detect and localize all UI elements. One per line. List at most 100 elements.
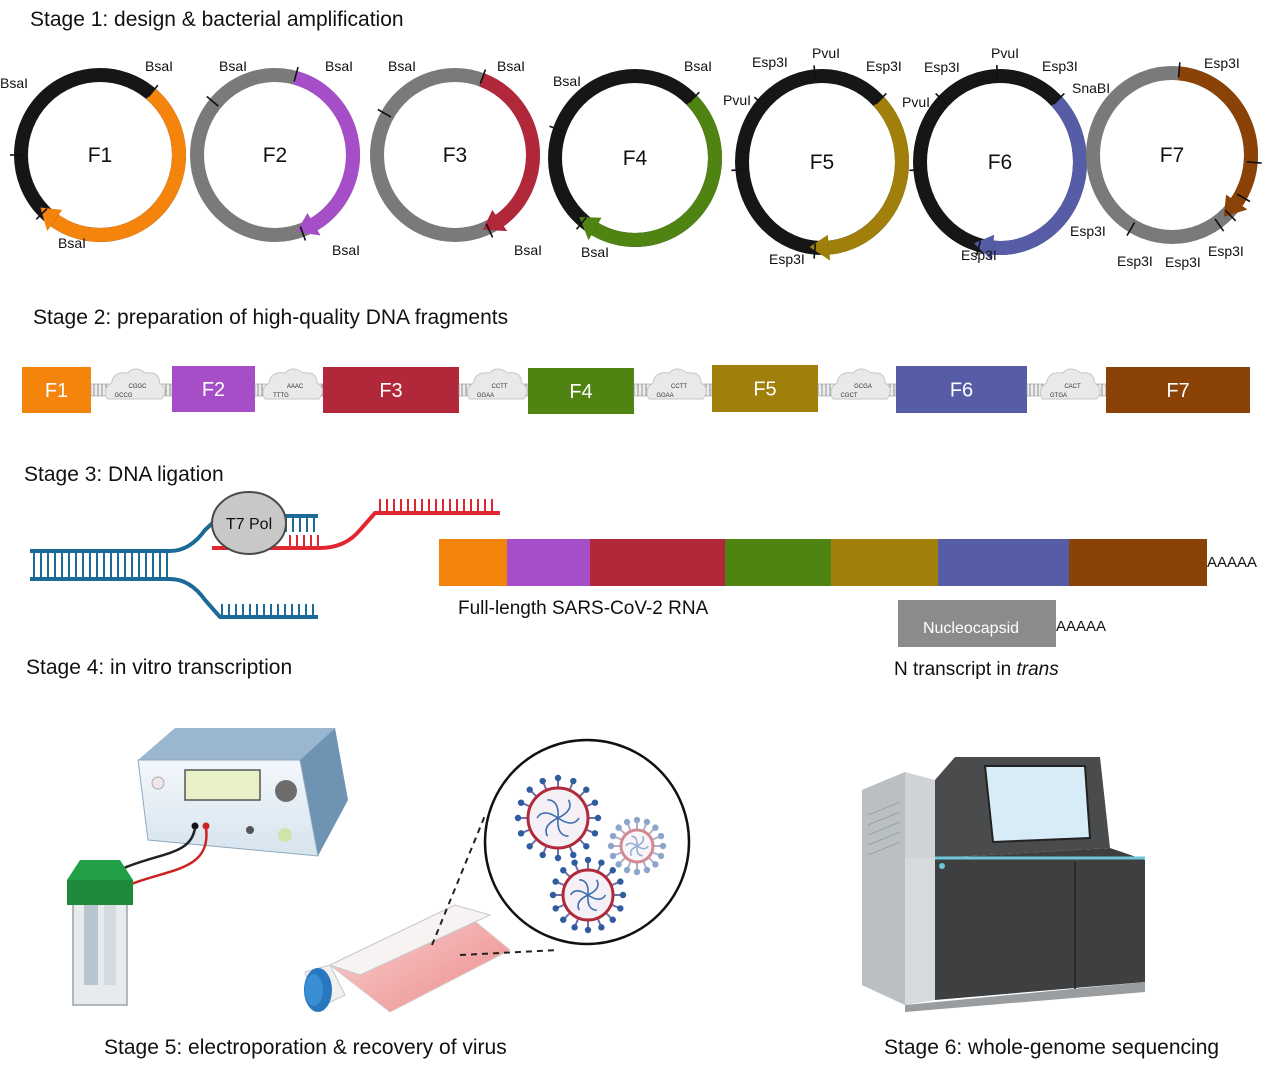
- virus-rna: [557, 799, 571, 819]
- stage-5-title: Stage 5: electroporation & recovery of v…: [104, 1036, 507, 1059]
- virus-rna: [569, 889, 589, 896]
- fragment-block: [1106, 367, 1250, 413]
- n-polya: AAAAA: [1056, 618, 1106, 635]
- spike-tip: [652, 824, 659, 831]
- site-tick: [299, 226, 307, 241]
- restriction-site-label: Esp3I: [1117, 253, 1153, 269]
- insert-arc: [50, 88, 186, 242]
- fragment-block: [22, 367, 91, 413]
- stage-3-title: Stage 3: DNA ligation: [24, 463, 224, 486]
- overhang-bottom-seq: GCCG: [115, 393, 133, 399]
- spike-tip: [657, 832, 665, 840]
- t7-polymerase-shape: [211, 491, 287, 555]
- fragment-label: F4: [569, 381, 592, 403]
- site-tick: [1177, 62, 1181, 78]
- restriction-site-label: PvuI: [991, 45, 1019, 61]
- genome-segment-f4: [725, 539, 831, 586]
- spike-tip: [570, 777, 577, 785]
- spike-tip: [560, 916, 567, 923]
- spike-tip: [583, 786, 590, 793]
- spike-tip: [615, 861, 622, 868]
- full-length-rna-label: Full-length SARS-CoV-2 RNA: [458, 598, 709, 619]
- virus-rna: [629, 845, 638, 857]
- spike-tip: [554, 774, 562, 782]
- fragment-f4: F4: [528, 368, 634, 414]
- spike-tip: [594, 814, 602, 822]
- spike-tip: [617, 878, 624, 885]
- site-tick: [813, 65, 817, 81]
- insert-arrowhead: [40, 207, 63, 232]
- restriction-site-label: Esp3I: [961, 247, 997, 263]
- site-tick: [875, 92, 887, 105]
- fragment-f1: F1: [22, 367, 91, 413]
- spike-tip: [583, 843, 590, 850]
- spike-tip: [657, 852, 665, 860]
- site-tick: [206, 95, 219, 107]
- t7-transcription-illustration: T7 Pol: [30, 491, 500, 619]
- overhang-bottom-seq: GGAA: [477, 393, 494, 399]
- virus-rna: [587, 879, 599, 896]
- overhang-cloud: [104, 368, 166, 400]
- site-tick: [549, 125, 564, 133]
- n-transcript-label: N transcript in trans: [894, 659, 1059, 680]
- spike-tip: [609, 852, 617, 860]
- restriction-site-label: BsaI: [219, 58, 247, 74]
- fragment-label: F6: [950, 380, 973, 402]
- restriction-site-label: Esp3I: [1042, 58, 1078, 74]
- virus-large: [514, 774, 602, 862]
- insert-arrowhead: [1223, 194, 1248, 217]
- full-length-genome-bar: [439, 539, 1207, 586]
- virus-rna: [577, 894, 589, 911]
- overhang-top-seq: CACT: [1064, 384, 1081, 390]
- overhang-cloud: [466, 368, 528, 400]
- site-tick: [909, 168, 925, 172]
- sequencer-illustration: [862, 757, 1145, 1012]
- overhang-bottom-seq: CGCT: [841, 393, 858, 399]
- restriction-site-label: Esp3I: [752, 54, 788, 70]
- insert-arrowhead: [809, 234, 831, 261]
- spike-tip: [571, 924, 578, 931]
- overhang-cloud: [1039, 368, 1101, 400]
- virus-rna: [636, 845, 643, 857]
- stage-1-title: Stage 1: design & bacterial amplificatio…: [30, 8, 404, 31]
- virus-rna: [631, 835, 638, 847]
- insert-arc: [992, 96, 1087, 255]
- restriction-site-label: BsaI: [581, 244, 609, 260]
- fragment-f2: F2: [172, 366, 255, 412]
- restriction-site-label: Esp3I: [866, 58, 902, 74]
- spike-tip: [623, 866, 631, 874]
- overhang-bottom-seq: GGAA: [656, 393, 673, 399]
- insert-arrowhead: [579, 216, 602, 241]
- site-tick: [485, 223, 494, 238]
- spike-tip: [607, 842, 615, 850]
- insert-arc: [1178, 66, 1258, 206]
- spike-tip: [584, 926, 592, 934]
- virus-small: [607, 816, 667, 876]
- spike-tip: [526, 786, 533, 793]
- virus-rna: [587, 894, 607, 901]
- spike-tip: [517, 830, 525, 837]
- virus-rna: [625, 842, 638, 847]
- restriction-site-label: Esp3I: [1165, 254, 1201, 270]
- fragment-label: F7: [1166, 380, 1189, 402]
- virus-zoom-circle: [483, 738, 691, 946]
- spike-tip: [591, 799, 599, 806]
- virus-medium: [549, 856, 627, 934]
- spike-tip: [549, 891, 557, 899]
- genome-segment-f2: [507, 539, 590, 586]
- spike-tip: [514, 814, 522, 822]
- site-tick: [1214, 218, 1225, 232]
- insert-arrowhead: [973, 234, 995, 261]
- electroporator-display: [184, 769, 261, 801]
- genome-segment-f5: [831, 539, 938, 586]
- restriction-site-label: Esp3I: [769, 251, 805, 267]
- genome-polya: AAAAA: [1207, 554, 1257, 571]
- restriction-site-label: PvuI: [723, 92, 751, 108]
- site-tick: [377, 108, 392, 118]
